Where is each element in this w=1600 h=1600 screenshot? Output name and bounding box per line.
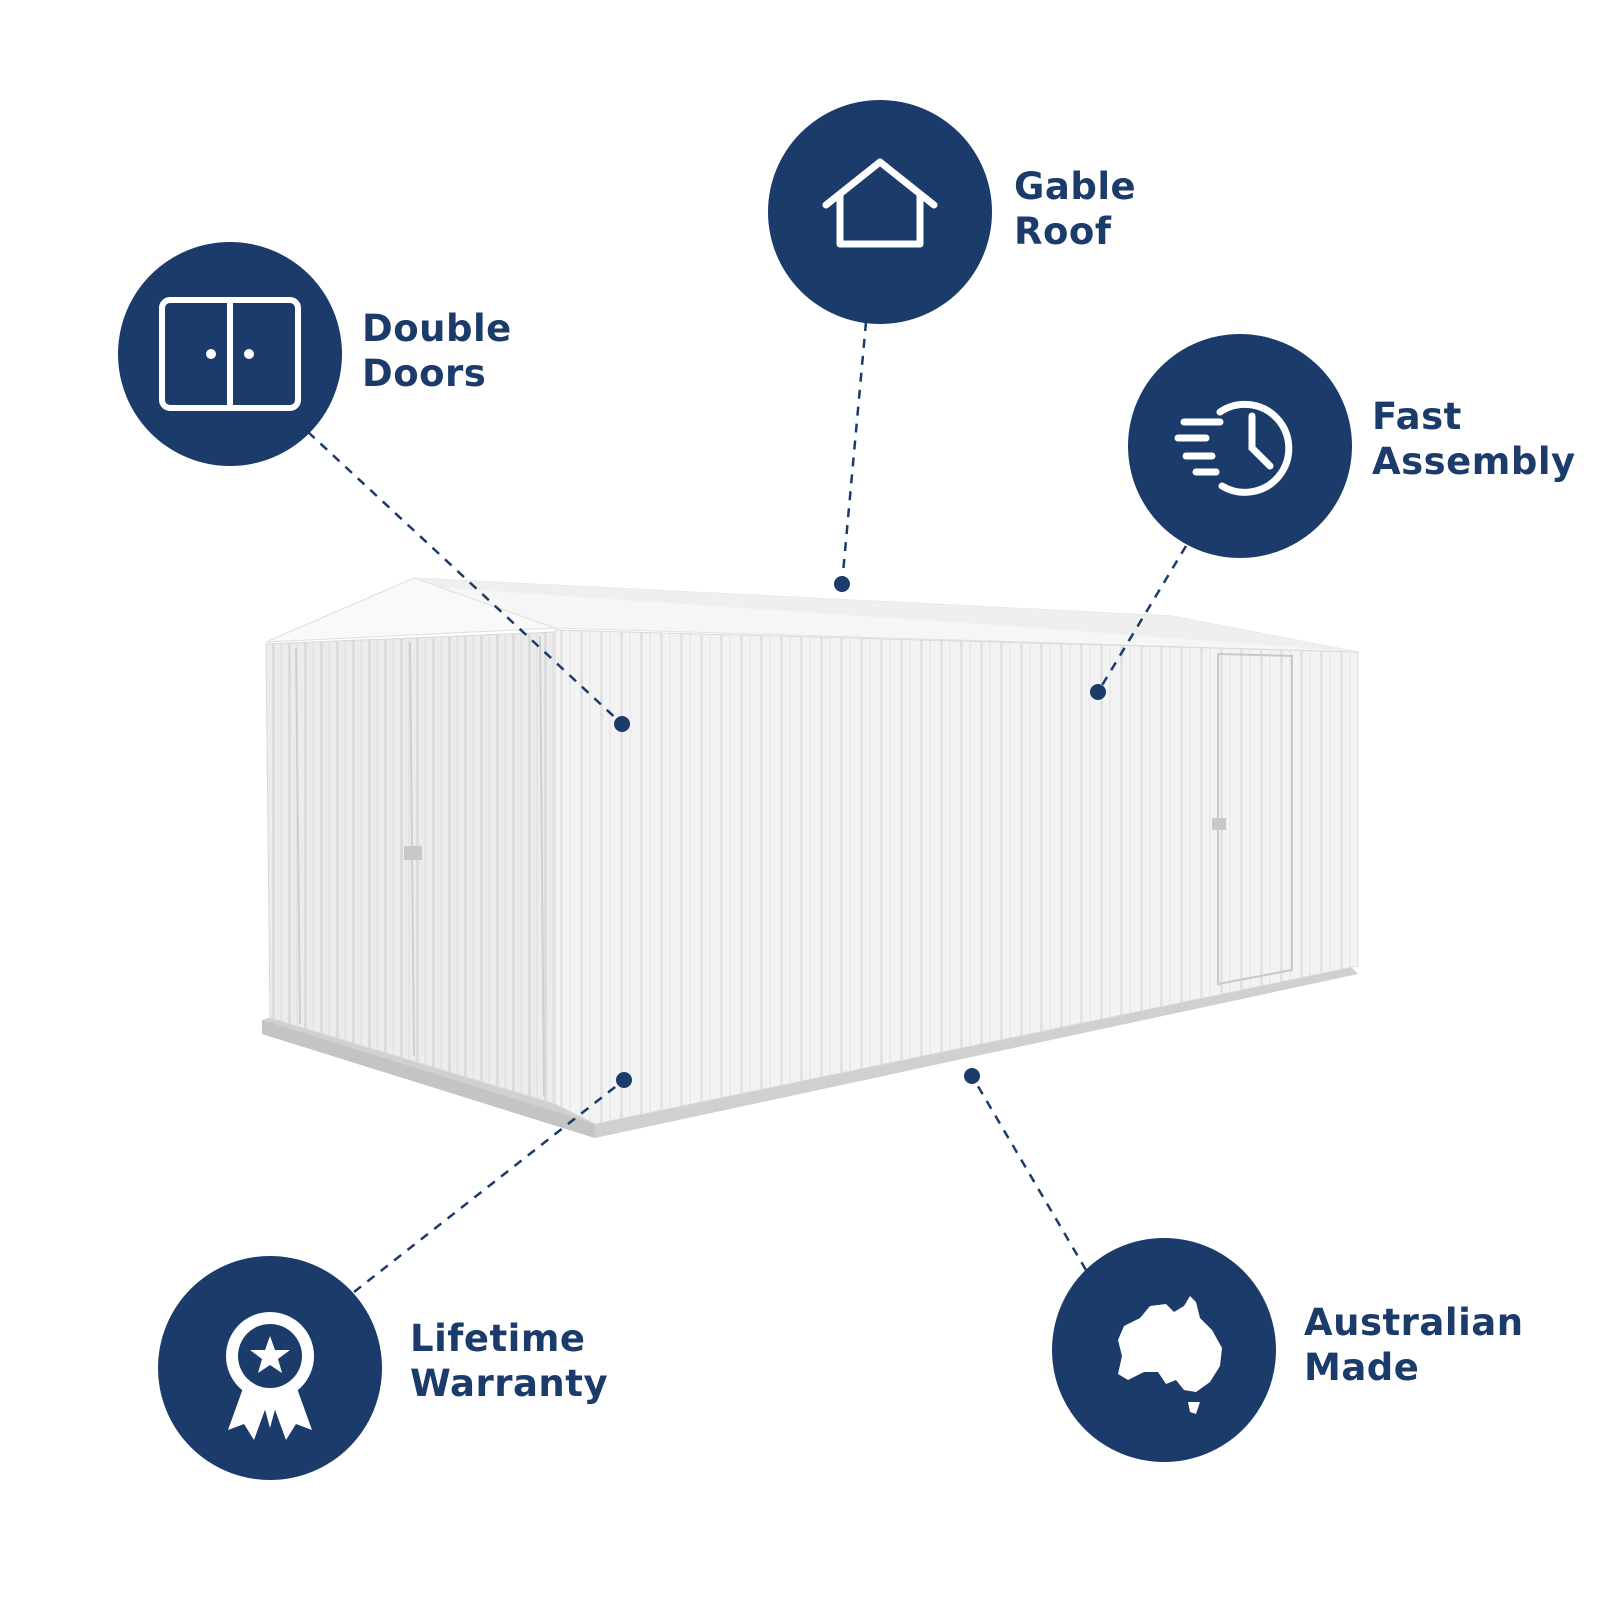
australian-made-line2: Made [1304, 1346, 1420, 1389]
fast-clock-icon [1174, 400, 1293, 496]
lifetime-warranty-line1: Lifetime [410, 1317, 586, 1360]
shed-side-wall [554, 629, 1359, 1125]
double-doors-line1: Double [362, 307, 512, 350]
fast-assembly-line2: Assembly [1372, 440, 1576, 483]
callout-lines [307, 321, 1188, 1293]
dot-double-doors [614, 716, 630, 732]
double-doors-label: Double Doors [362, 306, 512, 396]
gable-roof-line1: Gable [1014, 165, 1137, 208]
shed-side-door [1217, 652, 1293, 986]
house-icon [822, 158, 938, 248]
fast-assembly-badge [1128, 334, 1352, 558]
leader-australian-made [970, 1075, 1088, 1271]
double-doors-line2: Doors [362, 352, 487, 395]
leader-gable-roof [840, 321, 868, 585]
garden-shed-image [262, 577, 1359, 1138]
fast-assembly-label: Fast Assembly [1372, 394, 1576, 484]
australian-made-line1: Australian [1304, 1301, 1524, 1344]
shed-gable-front [265, 577, 556, 643]
double-door-icon [159, 297, 301, 411]
australia-map-icon [1118, 1296, 1222, 1414]
fast-assembly-line1: Fast [1372, 395, 1462, 438]
australian-made-label: Australian Made [1304, 1300, 1524, 1390]
callout-dots [614, 576, 1106, 1088]
lifetime-warranty-label: Lifetime Warranty [410, 1316, 608, 1406]
lifetime-warranty-line2: Warranty [410, 1362, 609, 1405]
gable-roof-line2: Roof [1014, 210, 1112, 253]
leader-double-doors [307, 431, 623, 725]
award-ribbon-icon [226, 1312, 314, 1440]
gable-roof-label: Gable Roof [1014, 164, 1136, 254]
lifetime-warranty-badge [158, 1256, 382, 1480]
gable-roof-badge [768, 100, 992, 324]
leader-lifetime-warranty [353, 1079, 625, 1293]
dot-lifetime-warranty [616, 1072, 632, 1088]
dot-australian-made [964, 1068, 980, 1084]
leader-fast-assembly [1096, 545, 1188, 693]
double-doors-badge [118, 242, 342, 466]
australian-made-badge [1052, 1238, 1276, 1462]
dot-gable-roof [834, 576, 850, 592]
dot-fast-assembly [1090, 684, 1106, 700]
